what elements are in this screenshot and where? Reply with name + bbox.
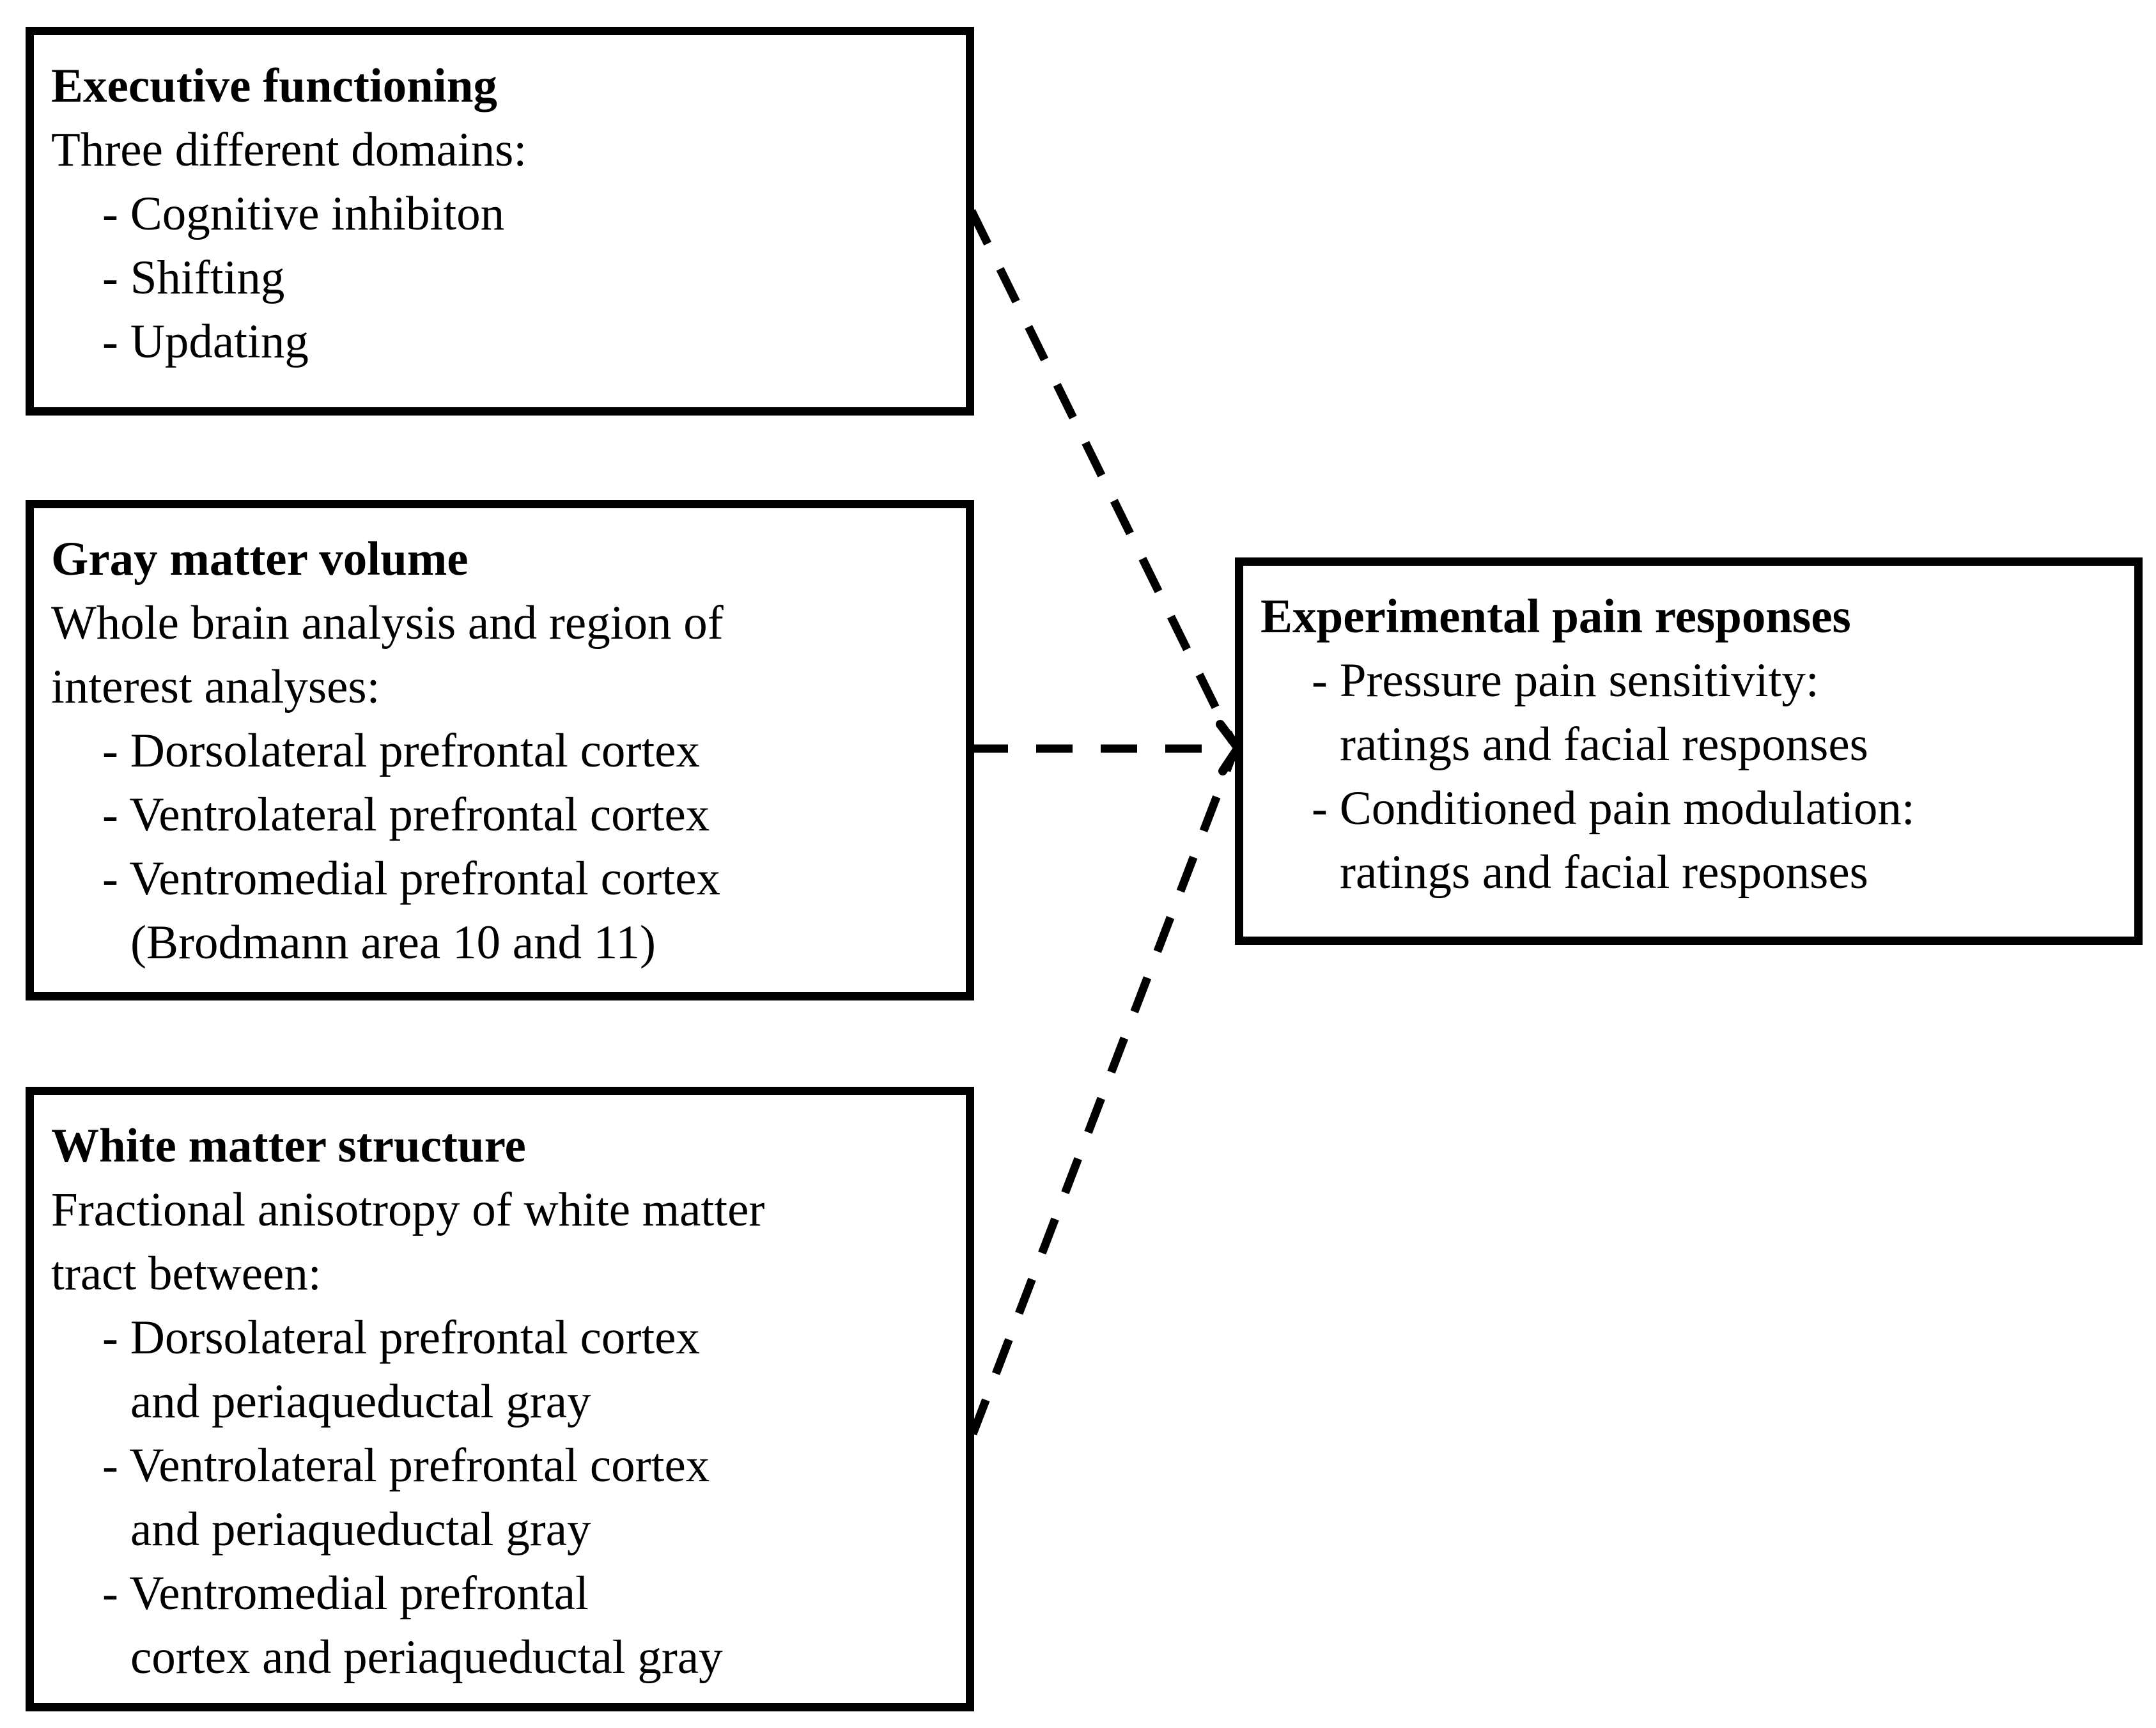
box-experimental-pain-responses: Experimental pain responses - Pressure p…: [1235, 557, 2143, 945]
bullet-item: - Ventromedial prefrontal cortex: [102, 852, 720, 905]
bullet-continuation: (Brodmann area 10 and 11): [130, 916, 656, 969]
bullet-continuation: cortex and periaqueductal gray: [130, 1631, 723, 1684]
bullet-item: - Ventrolateral prefrontal cortex: [102, 1439, 710, 1492]
bullet-continuation: and periaqueductal gray: [130, 1503, 591, 1556]
box-line: Whole brain analysis and region of: [51, 596, 724, 650]
box-title: White matter structure: [51, 1119, 526, 1172]
bullet-item: - Updating: [102, 315, 309, 368]
bullet-item: - Cognitive inhibiton: [102, 187, 505, 240]
box-title: Executive functioning: [51, 59, 497, 113]
bullet-item: - Shifting: [102, 251, 285, 304]
box-title: Gray matter volume: [51, 533, 469, 586]
box-line: tract between:: [51, 1247, 322, 1300]
bullet-item: - Dorsolateral prefrontal cortex: [102, 724, 700, 777]
bullet-continuation: ratings and facial responses: [1340, 718, 1868, 771]
box-line: interest analyses:: [51, 660, 380, 713]
box-line: Fractional anisotropy of white matter: [51, 1183, 765, 1236]
bullet-item: - Conditioned pain modulation:: [1312, 782, 1915, 835]
bullet-item: - Ventrolateral prefrontal cortex: [102, 788, 710, 841]
box-gray-matter-volume: Gray matter volume Whole brain analysis …: [26, 500, 974, 1000]
box-white-matter-structure: White matter structure Fractional anisot…: [26, 1087, 974, 1711]
bullet-item: - Dorsolateral prefrontal cortex: [102, 1311, 700, 1364]
bullet-continuation: and periaqueductal gray: [130, 1375, 591, 1428]
arrow-executive-to-pain: [968, 209, 1236, 743]
bullet-continuation: ratings and facial responses: [1340, 846, 1868, 899]
bullet-item: - Ventromedial prefrontal: [102, 1567, 589, 1620]
box-title: Experimental pain responses: [1260, 590, 1851, 643]
bullet-item: - Pressure pain sensitivity:: [1312, 654, 1819, 707]
arrow-whitematter-to-pain: [968, 754, 1237, 1436]
box-line: Three different domains:: [51, 123, 527, 176]
box-executive-functioning: Executive functioning Three different do…: [26, 27, 974, 416]
